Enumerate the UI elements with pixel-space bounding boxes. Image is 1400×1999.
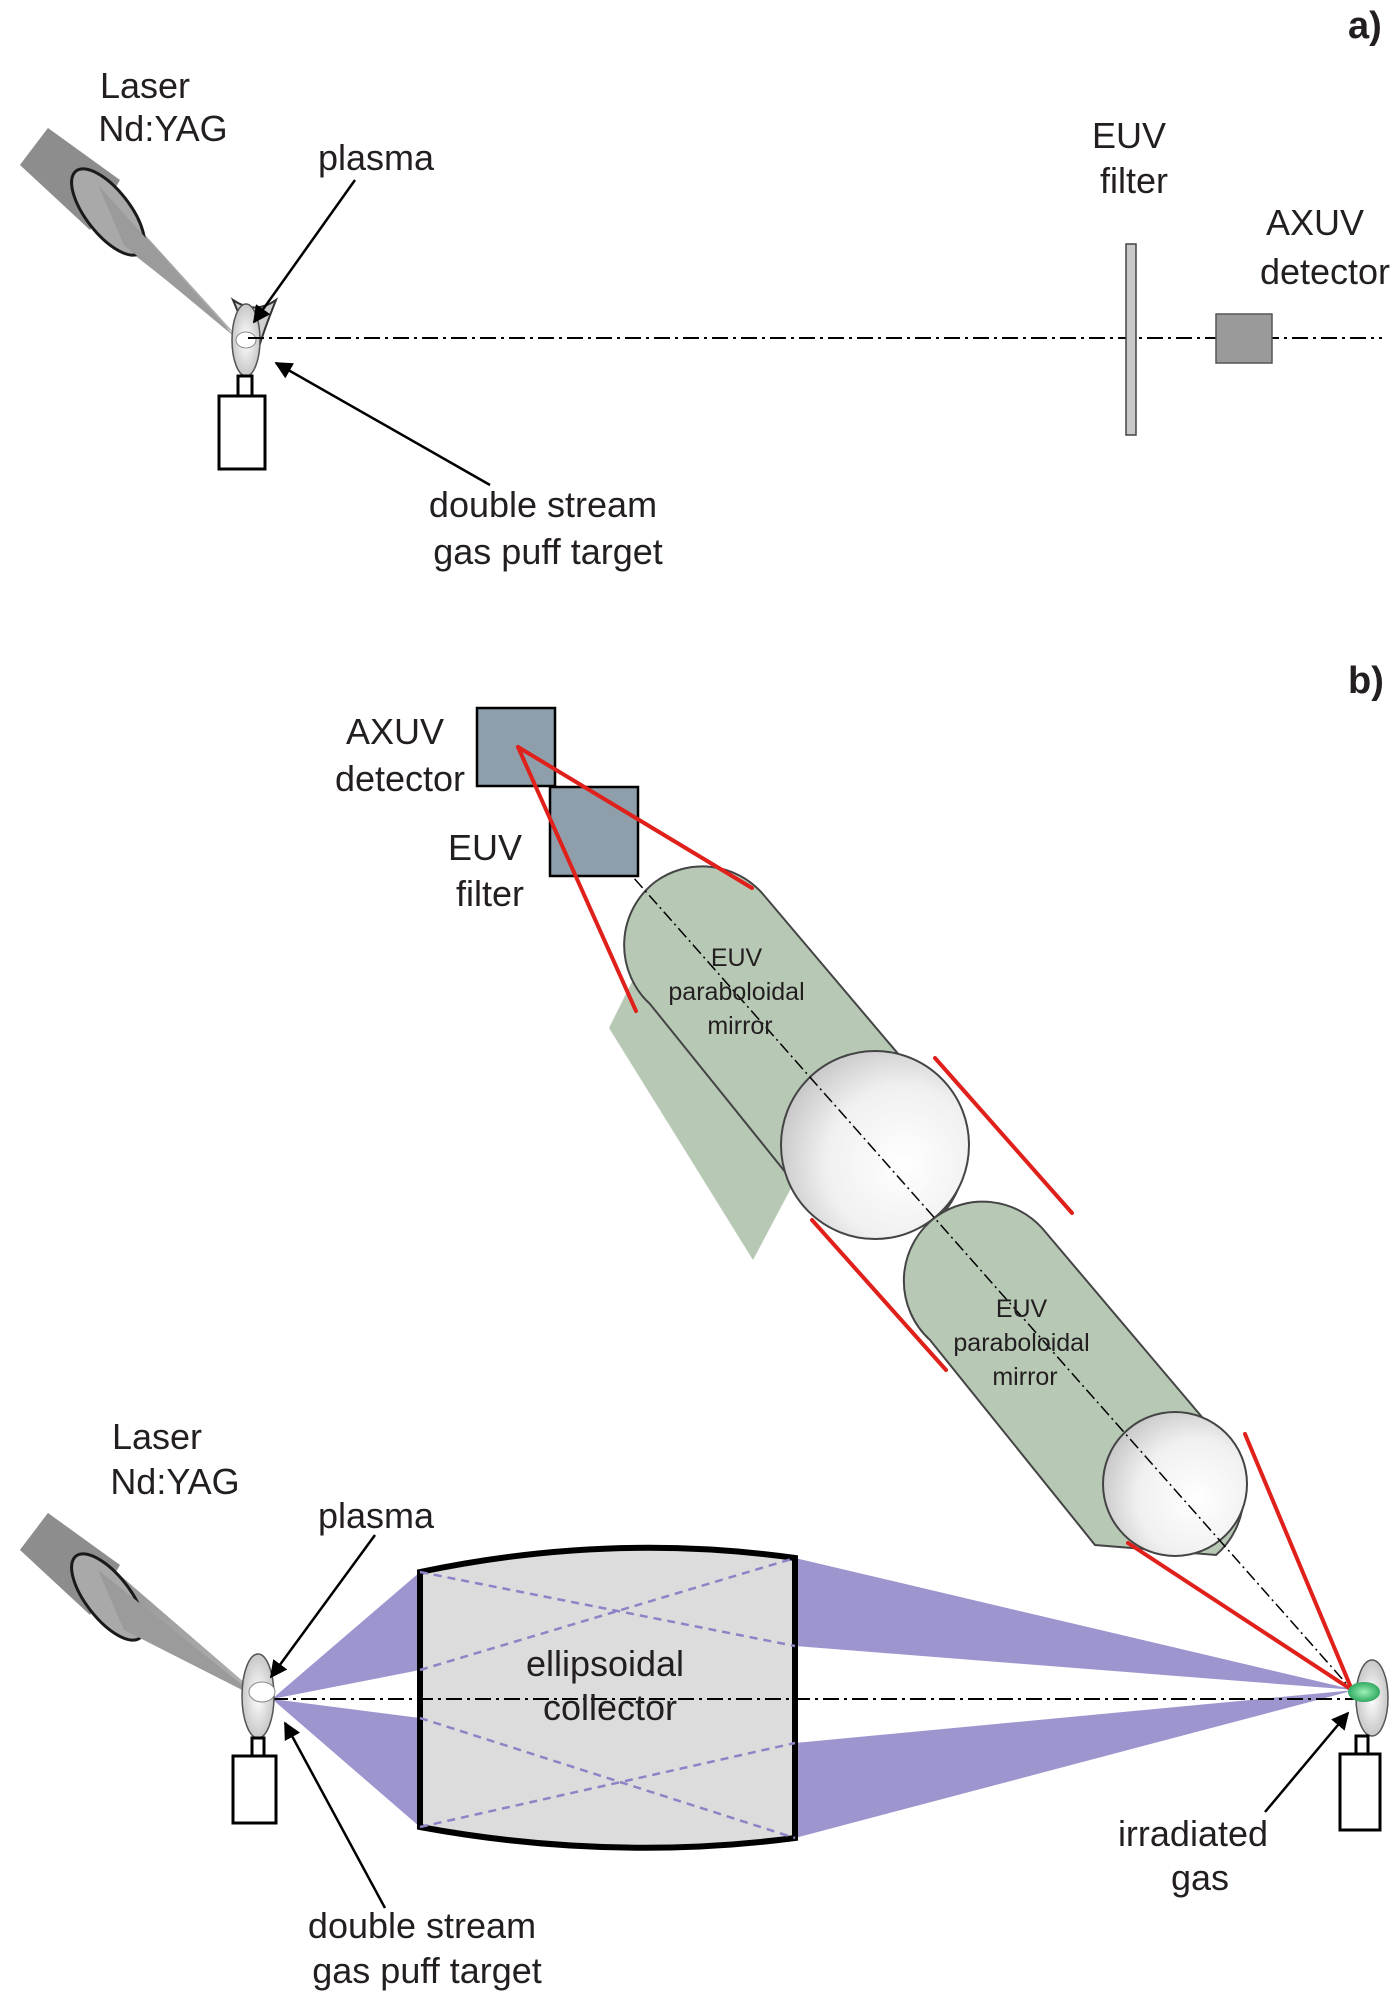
panel-a: a) Laser Nd:YAG plasma do: [20, 5, 1390, 572]
euv-filter-b: [548, 785, 640, 878]
plasma-arrow-a: [252, 179, 357, 324]
euv-filter-label-b: EUV filter: [448, 827, 532, 914]
panel-b-label: b): [1348, 660, 1384, 702]
red-ray-segments: [516, 745, 1354, 1692]
target-arrow-b: [283, 1721, 387, 1909]
irradiated-gas-label: irradiated gas: [1118, 1813, 1278, 1898]
panel-a-label: a): [1348, 5, 1382, 47]
axuv-label-a: AXUV detector: [1260, 202, 1390, 292]
euv-filter-label-a: EUV filter: [1092, 115, 1176, 201]
plasma-label-b: plasma: [318, 1495, 435, 1536]
laser-icon: [20, 128, 236, 338]
panel-b: b): [20, 660, 1389, 1991]
axuv-detector-a: [1215, 313, 1273, 364]
paraboloidal-mirror-2: [902, 1200, 1248, 1557]
irradiated-gas-target: [1338, 1659, 1389, 1832]
euv-filter-a: [1125, 243, 1137, 436]
laser-label-a: Laser Nd:YAG: [98, 65, 227, 149]
plasma-label-a: plasma: [318, 137, 435, 178]
ellipsoidal-collector: [417, 1544, 798, 1851]
laser-label-b: Laser Nd:YAG: [110, 1416, 239, 1502]
gas-puff-target-a: [217, 297, 279, 471]
irradiated-gas-arrow: [1264, 1711, 1350, 1813]
mirror-axis: [517, 746, 1353, 1691]
mirror-2-label: EUV paraboloidal mirror: [953, 1295, 1096, 1391]
violet-beam-bundle: [272, 1558, 1355, 1838]
target-label-b: double stream gas puff target: [308, 1905, 546, 1991]
target-arrow-a: [274, 361, 491, 487]
collector-label: ellipsoidal collector: [526, 1643, 694, 1728]
laser-icon: [20, 1513, 260, 1699]
gas-puff-target-b: [231, 1653, 278, 1825]
mirror-1-label: EUV paraboloidal mirror: [668, 944, 811, 1040]
paraboloidal-mirror-1: [609, 865, 970, 1260]
axuv-label-b: AXUV detector: [335, 711, 465, 799]
target-label-a: double stream gas puff target: [429, 484, 667, 572]
plasma-arrow-b: [269, 1534, 377, 1679]
